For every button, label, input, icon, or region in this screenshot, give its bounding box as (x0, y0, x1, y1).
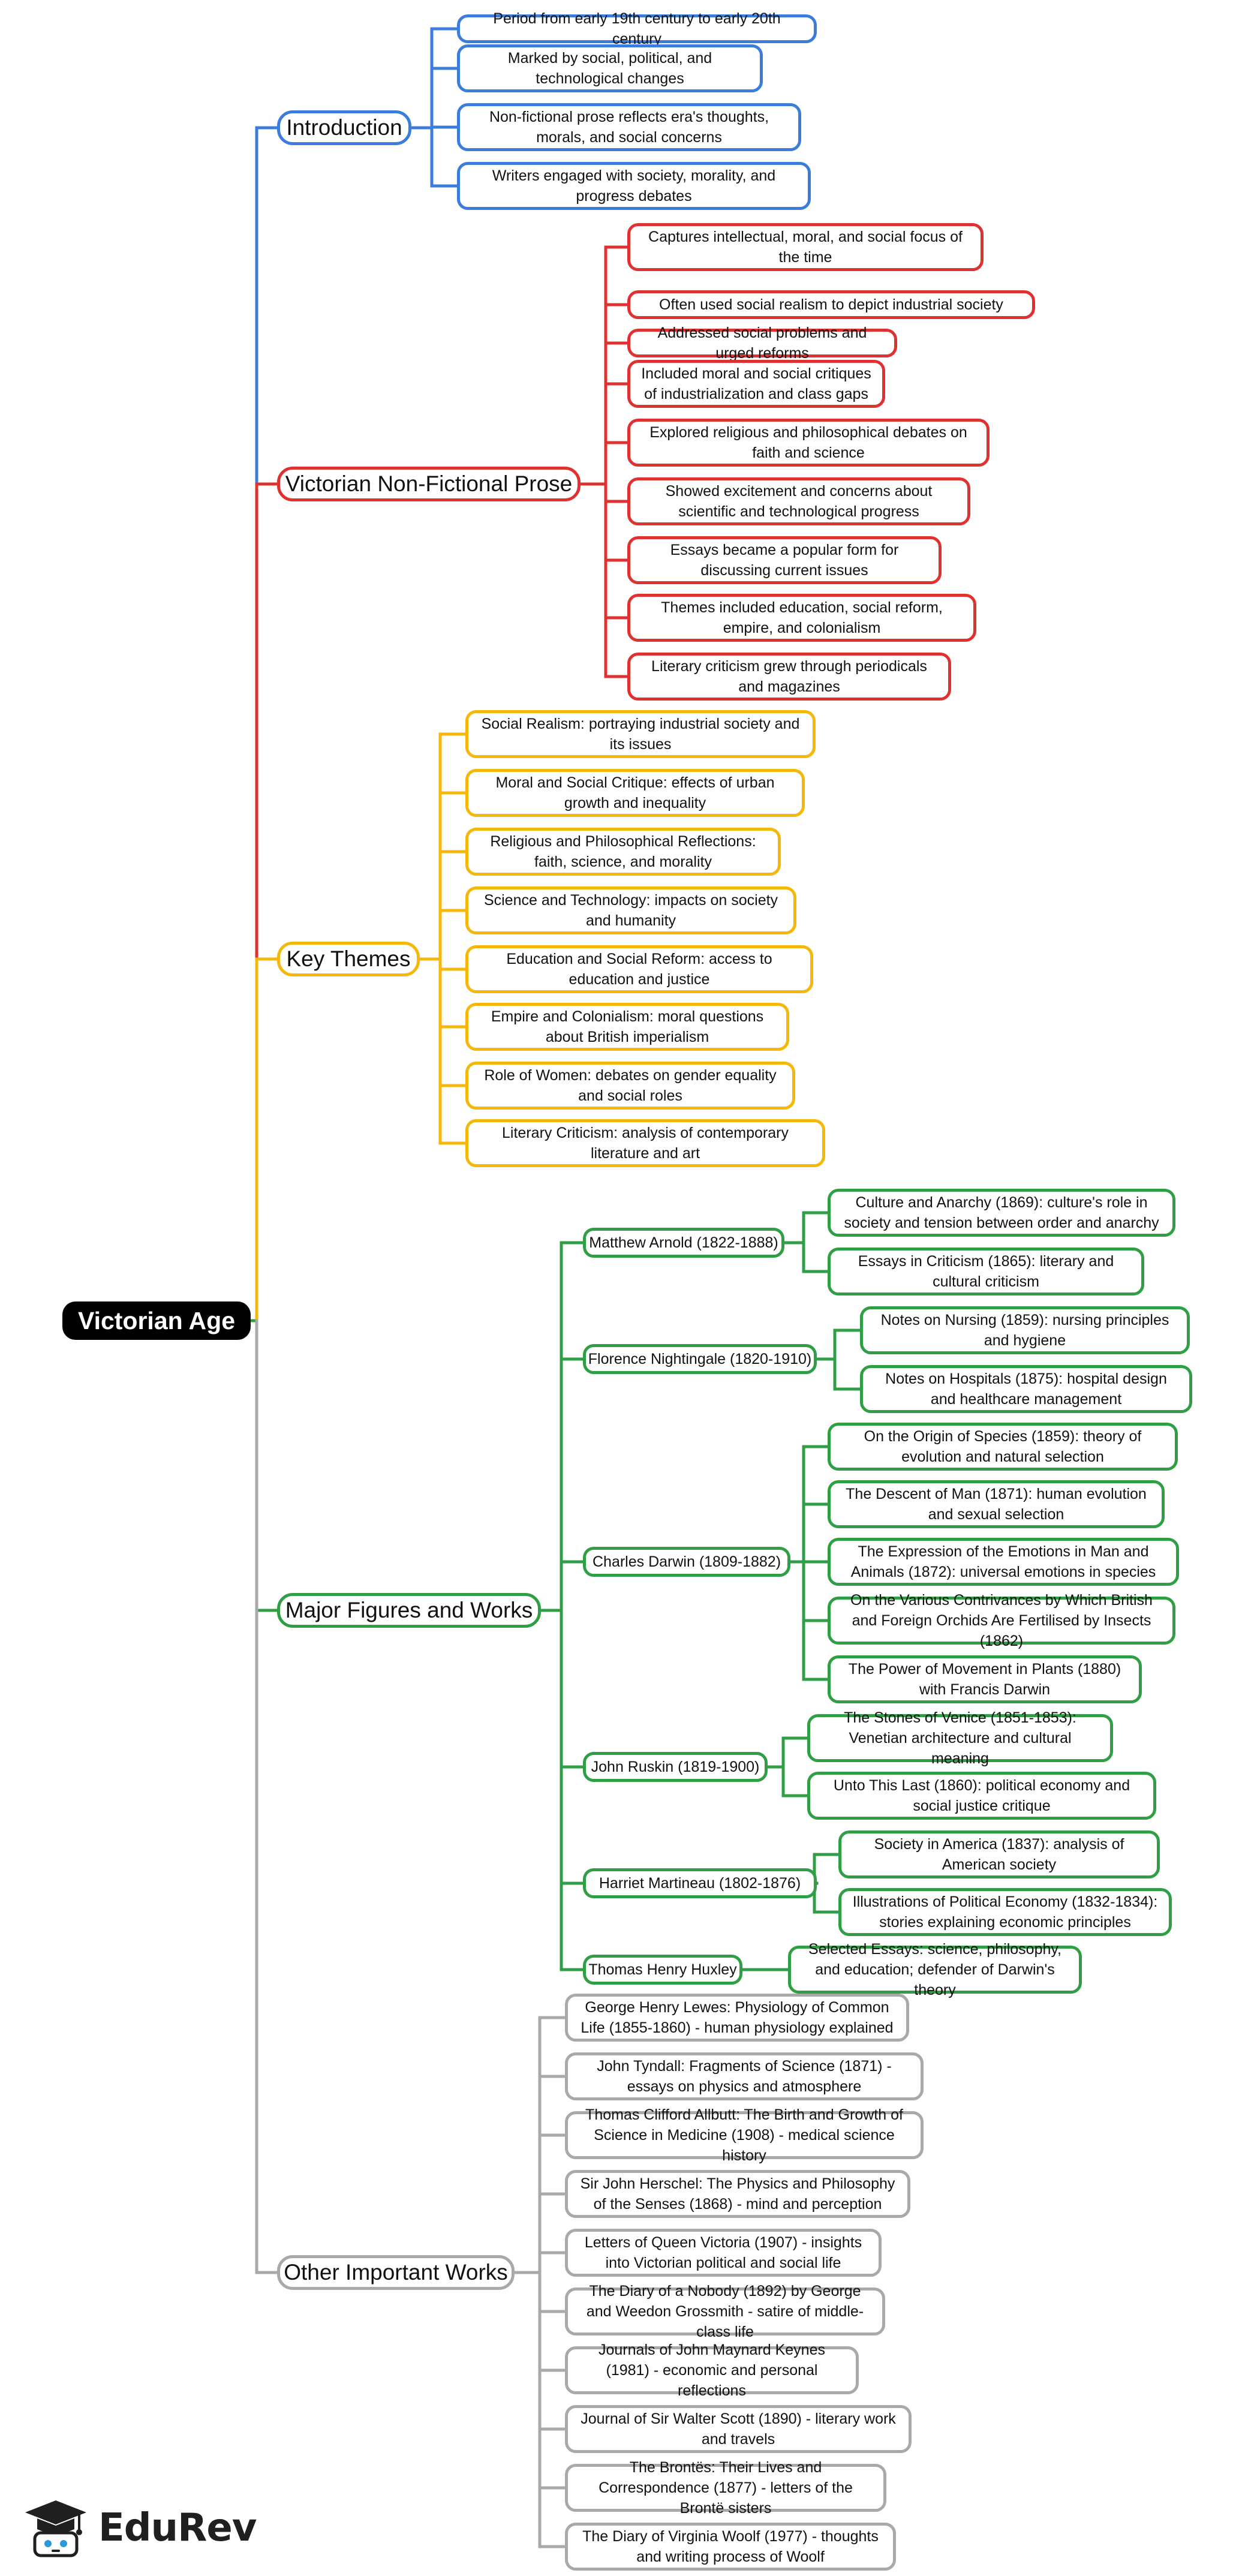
leaf-0-3[interactable]: Writers engaged with society, morality, … (457, 162, 811, 210)
leaf-1-7[interactable]: Themes included education, social reform… (627, 594, 976, 642)
leaf-2-1[interactable]: Moral and Social Critique: effects of ur… (465, 769, 805, 817)
work-2-0[interactable]: On the Origin of Species (1859): theory … (828, 1423, 1178, 1471)
branch-4[interactable]: Other Important Works (277, 2255, 515, 2290)
leaf-0-0[interactable]: Period from early 19th century to early … (457, 10, 817, 47)
work-3-1[interactable]: Unto This Last (1860): political economy… (807, 1772, 1156, 1820)
root-node[interactable]: Victorian Age (62, 1301, 251, 1340)
leaf-0-1[interactable]: Marked by social, political, and technol… (457, 44, 763, 92)
branch-1[interactable]: Victorian Non-Fictional Prose (277, 467, 581, 501)
leaf-1-0[interactable]: Captures intellectual, moral, and social… (627, 223, 984, 271)
leaf-4-2[interactable]: Thomas Clifford Allbutt: The Birth and G… (565, 2106, 924, 2164)
work-2-2[interactable]: The Expression of the Emotions in Man an… (828, 1538, 1179, 1586)
work-3-0[interactable]: The Stones of Venice (1851-1853): Veneti… (807, 1709, 1113, 1767)
work-1-0[interactable]: Notes on Nursing (1859): nursing princip… (860, 1306, 1190, 1354)
leaf-1-2[interactable]: Addressed social problems and urged refo… (627, 324, 897, 362)
leaf-2-6[interactable]: Role of Women: debates on gender equalit… (465, 1062, 795, 1110)
leaf-4-6[interactable]: Journals of John Maynard Keynes (1981) -… (565, 2341, 859, 2399)
person-4[interactable]: Harriet Martineau (1802-1876) (583, 1868, 817, 1898)
work-4-1[interactable]: Illustrations of Political Economy (1832… (838, 1888, 1172, 1936)
brand-name: EduRev (98, 2506, 257, 2550)
branch-2[interactable]: Key Themes (277, 942, 420, 976)
leaf-2-4[interactable]: Education and Social Reform: access to e… (465, 945, 813, 993)
leaf-1-3[interactable]: Included moral and social critiques of i… (627, 360, 885, 408)
leaf-2-2[interactable]: Religious and Philosophical Reflections:… (465, 828, 781, 876)
person-3[interactable]: John Ruskin (1819-1900) (583, 1752, 768, 1782)
leaf-4-7[interactable]: Journal of Sir Walter Scott (1890) - lit… (565, 2405, 912, 2453)
person-5[interactable]: Thomas Henry Huxley (583, 1955, 742, 1985)
branch-3[interactable]: Major Figures and Works (277, 1593, 541, 1628)
work-5-0[interactable]: Selected Essays: science, philosophy, an… (788, 1941, 1082, 1998)
branch-0[interactable]: Introduction (277, 110, 411, 145)
work-0-1[interactable]: Essays in Criticism (1865): literary and… (828, 1248, 1144, 1295)
work-2-3[interactable]: On the Various Contrivances by Which Bri… (828, 1592, 1175, 1649)
leaf-0-2[interactable]: Non-fictional prose reflects era's thoug… (457, 103, 801, 151)
work-2-4[interactable]: The Power of Movement in Plants (1880) w… (828, 1655, 1142, 1703)
leaf-4-3[interactable]: Sir John Herschel: The Physics and Philo… (565, 2170, 910, 2218)
leaf-1-6[interactable]: Essays became a popular form for discuss… (627, 536, 942, 584)
leaf-4-4[interactable]: Letters of Queen Victoria (1907) - insig… (565, 2229, 882, 2277)
leaf-2-3[interactable]: Science and Technology: impacts on socie… (465, 886, 796, 934)
person-2[interactable]: Charles Darwin (1809-1882) (583, 1547, 790, 1577)
leaf-2-0[interactable]: Social Realism: portraying industrial so… (465, 710, 816, 758)
leaf-4-1[interactable]: John Tyndall: Fragments of Science (1871… (565, 2052, 924, 2100)
work-0-0[interactable]: Culture and Anarchy (1869): culture's ro… (828, 1189, 1175, 1237)
leaf-1-5[interactable]: Showed excitement and concerns about sci… (627, 477, 970, 525)
person-0[interactable]: Matthew Arnold (1822-1888) (583, 1228, 784, 1258)
work-1-1[interactable]: Notes on Hospitals (1875): hospital desi… (860, 1365, 1192, 1413)
edurev-logo[interactable]: EduRev (24, 2495, 257, 2561)
leaf-2-7[interactable]: Literary Criticism: analysis of contempo… (465, 1119, 825, 1167)
leaf-4-5[interactable]: The Diary of a Nobody (1892) by George a… (565, 2283, 885, 2340)
leaf-1-1[interactable]: Often used social realism to depict indu… (627, 290, 1035, 319)
leaf-4-9[interactable]: The Diary of Virginia Woolf (1977) - tho… (565, 2523, 896, 2571)
leaf-1-4[interactable]: Explored religious and philosophical deb… (627, 419, 990, 467)
work-2-1[interactable]: The Descent of Man (1871): human evoluti… (828, 1480, 1165, 1528)
leaf-4-0[interactable]: George Henry Lewes: Physiology of Common… (565, 1994, 909, 2042)
leaf-2-5[interactable]: Empire and Colonialism: moral questions … (465, 1003, 789, 1051)
person-1[interactable]: Florence Nightingale (1820-1910) (583, 1344, 817, 1374)
work-4-0[interactable]: Society in America (1837): analysis of A… (838, 1830, 1160, 1878)
graduation-cap-mascot-icon (25, 2500, 86, 2557)
leaf-1-8[interactable]: Literary criticism grew through periodic… (627, 653, 951, 701)
leaf-4-8[interactable]: The Brontës: Their Lives and Corresponde… (565, 2459, 886, 2517)
